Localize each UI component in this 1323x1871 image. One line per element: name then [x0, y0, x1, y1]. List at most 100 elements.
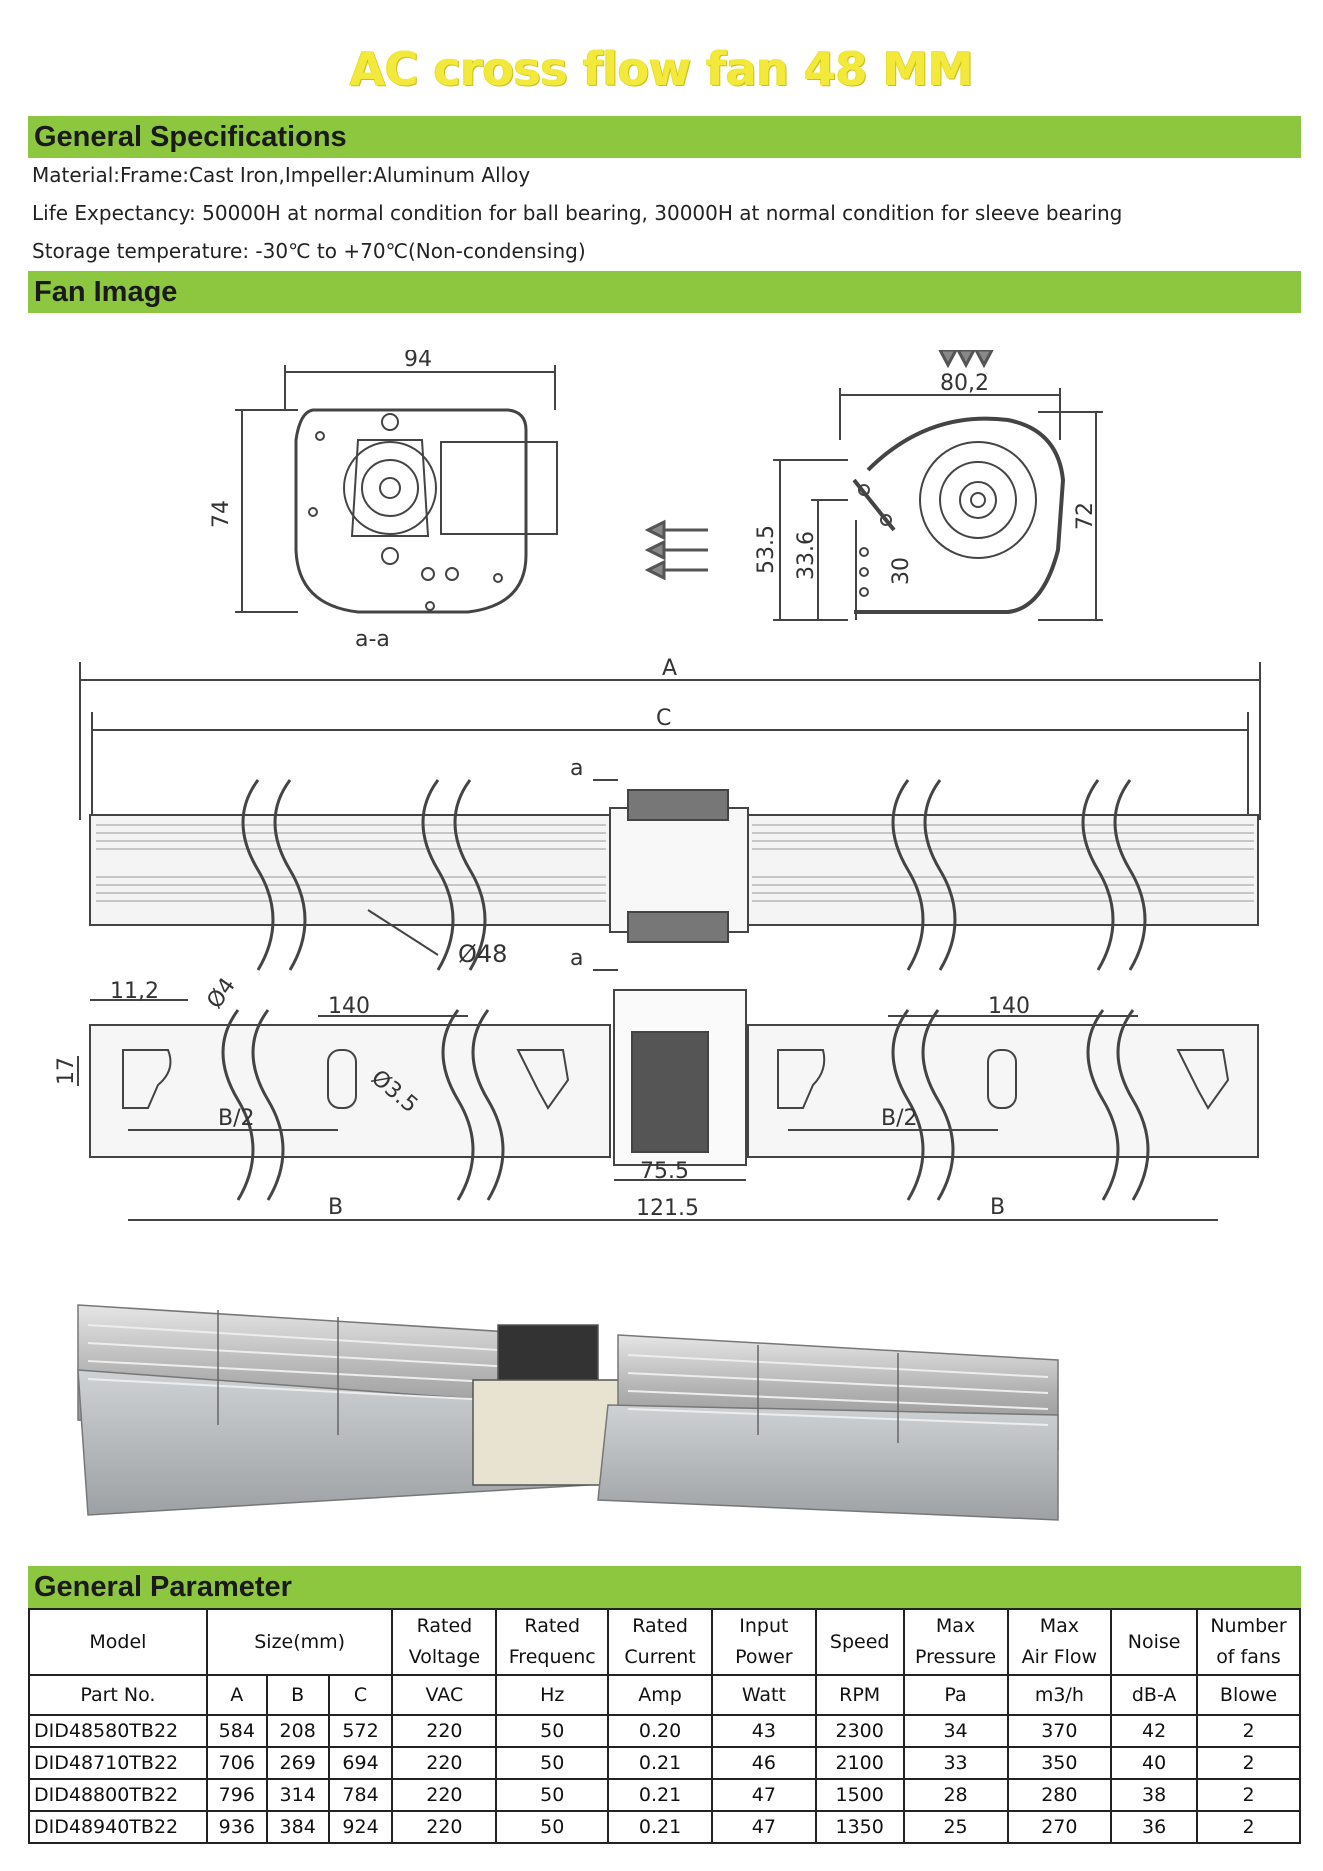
general-specifications-heading: General Specifications — [28, 116, 1301, 158]
front-view — [79, 662, 1261, 971]
table-cell: 33 — [902, 1746, 1009, 1780]
dim-80-2: 80,2 — [940, 371, 989, 396]
unit-cell: A — [205, 1674, 268, 1716]
table-cell: 42 — [1110, 1714, 1199, 1748]
dim-phi4: Ø4 — [202, 973, 240, 1013]
table-cell: 25 — [902, 1810, 1009, 1844]
section-mark-bottom: a — [570, 946, 583, 971]
unit-cell: dB-A — [1110, 1674, 1199, 1716]
table-cell: 50 — [495, 1778, 610, 1812]
airflow-arrows-down — [938, 350, 994, 369]
fan-image-heading: Fan Image — [28, 271, 1301, 313]
table-cell: 2100 — [814, 1746, 905, 1780]
left-blower — [77, 1304, 590, 1516]
table-cell: 208 — [265, 1714, 330, 1748]
spec-life-expectancy: Life Expectancy: 50000H at normal condit… — [32, 201, 1123, 225]
part-number-cell: DID48580TB22 — [28, 1714, 208, 1748]
table-cell: 314 — [265, 1778, 330, 1812]
table-cell: 38 — [1110, 1778, 1199, 1812]
dim-140-right: 140 — [988, 994, 1030, 1019]
table-cell: 694 — [327, 1746, 394, 1780]
spec-storage-temperature: Storage temperature: -30℃ to +70℃(Non-co… — [32, 239, 586, 263]
side-view-left — [235, 365, 558, 614]
dim-53-5: 53.5 — [754, 525, 779, 574]
table-cell: 34 — [902, 1714, 1009, 1748]
table-cell: 46 — [711, 1746, 817, 1780]
table-units-row: Part No. A B C VAC Hz Amp Watt RPM Pa m3… — [28, 1674, 1301, 1716]
dim-17: 17 — [54, 1057, 79, 1085]
table-cell: 36 — [1110, 1810, 1199, 1844]
general-parameter-heading: General Parameter — [28, 1566, 1301, 1608]
dim-A: A — [662, 656, 677, 681]
header-model: Model — [28, 1608, 208, 1676]
table-cell: 50 — [495, 1810, 610, 1844]
table-cell: 796 — [205, 1778, 268, 1812]
table-cell: 43 — [711, 1714, 817, 1748]
unit-cell: B — [265, 1674, 330, 1716]
unit-cell: Hz — [495, 1674, 610, 1716]
section-label: a-a — [355, 627, 390, 652]
table-cell: 2 — [1196, 1714, 1301, 1748]
dim-11-2: 11,2 — [110, 979, 159, 1004]
table-cell: 47 — [711, 1810, 817, 1844]
unit-cell: C — [327, 1674, 394, 1716]
dim-74: 74 — [209, 500, 234, 528]
unit-cell: RPM — [814, 1674, 905, 1716]
table-cell: 584 — [205, 1714, 268, 1748]
product-photo — [77, 1304, 1059, 1521]
dim-140-left: 140 — [328, 994, 370, 1019]
table-cell: 2300 — [814, 1714, 905, 1748]
table-cell: 220 — [391, 1778, 498, 1812]
table-cell: 2 — [1196, 1778, 1301, 1812]
table-cell: 0.21 — [607, 1746, 713, 1780]
part-number-cell: DID48940TB22 — [28, 1810, 208, 1844]
dim-72: 72 — [1073, 502, 1098, 530]
side-view-right — [773, 388, 1103, 621]
dim-b2-left: B/2 — [218, 1106, 255, 1131]
airflow-arrows-left — [644, 519, 708, 581]
dim-B-left: B — [328, 1195, 343, 1220]
unit-cell: Blowe — [1196, 1674, 1301, 1716]
spec-material: Material:Frame:Cast Iron,Impeller:Alumin… — [32, 163, 531, 187]
table-cell: 384 — [265, 1810, 330, 1844]
dim-75-5: 75.5 — [640, 1159, 689, 1184]
bottom-view — [77, 989, 1259, 1221]
dim-30: 30 — [889, 557, 914, 585]
dim-94: 94 — [404, 350, 432, 372]
table-cell: 0.21 — [607, 1810, 713, 1844]
unit-cell: VAC — [391, 1674, 498, 1716]
table-cell: 2 — [1196, 1746, 1301, 1780]
dim-121-5: 121.5 — [636, 1196, 699, 1221]
right-blower — [597, 1334, 1059, 1521]
table-cell: 784 — [327, 1778, 394, 1812]
table-cell: 350 — [1006, 1746, 1113, 1780]
part-number-cell: DID48800TB22 — [28, 1778, 208, 1812]
table-cell: 0.20 — [607, 1714, 713, 1748]
table-cell: 280 — [1006, 1778, 1113, 1812]
motor — [472, 1324, 624, 1486]
header-speed: Speed — [814, 1608, 905, 1676]
unit-cell: Watt — [711, 1674, 817, 1716]
table-cell: 220 — [391, 1746, 498, 1780]
dim-C: C — [656, 706, 671, 731]
table-cell: 50 — [495, 1714, 610, 1748]
table-cell: 269 — [265, 1746, 330, 1780]
table-cell: 1500 — [814, 1778, 905, 1812]
table-cell: 220 — [391, 1714, 498, 1748]
table-cell: 936 — [205, 1810, 268, 1844]
technical-drawing: 94 74 a-a — [54, 350, 1261, 1221]
table-cell: 370 — [1006, 1714, 1113, 1748]
dim-B-right: B — [990, 1195, 1005, 1220]
